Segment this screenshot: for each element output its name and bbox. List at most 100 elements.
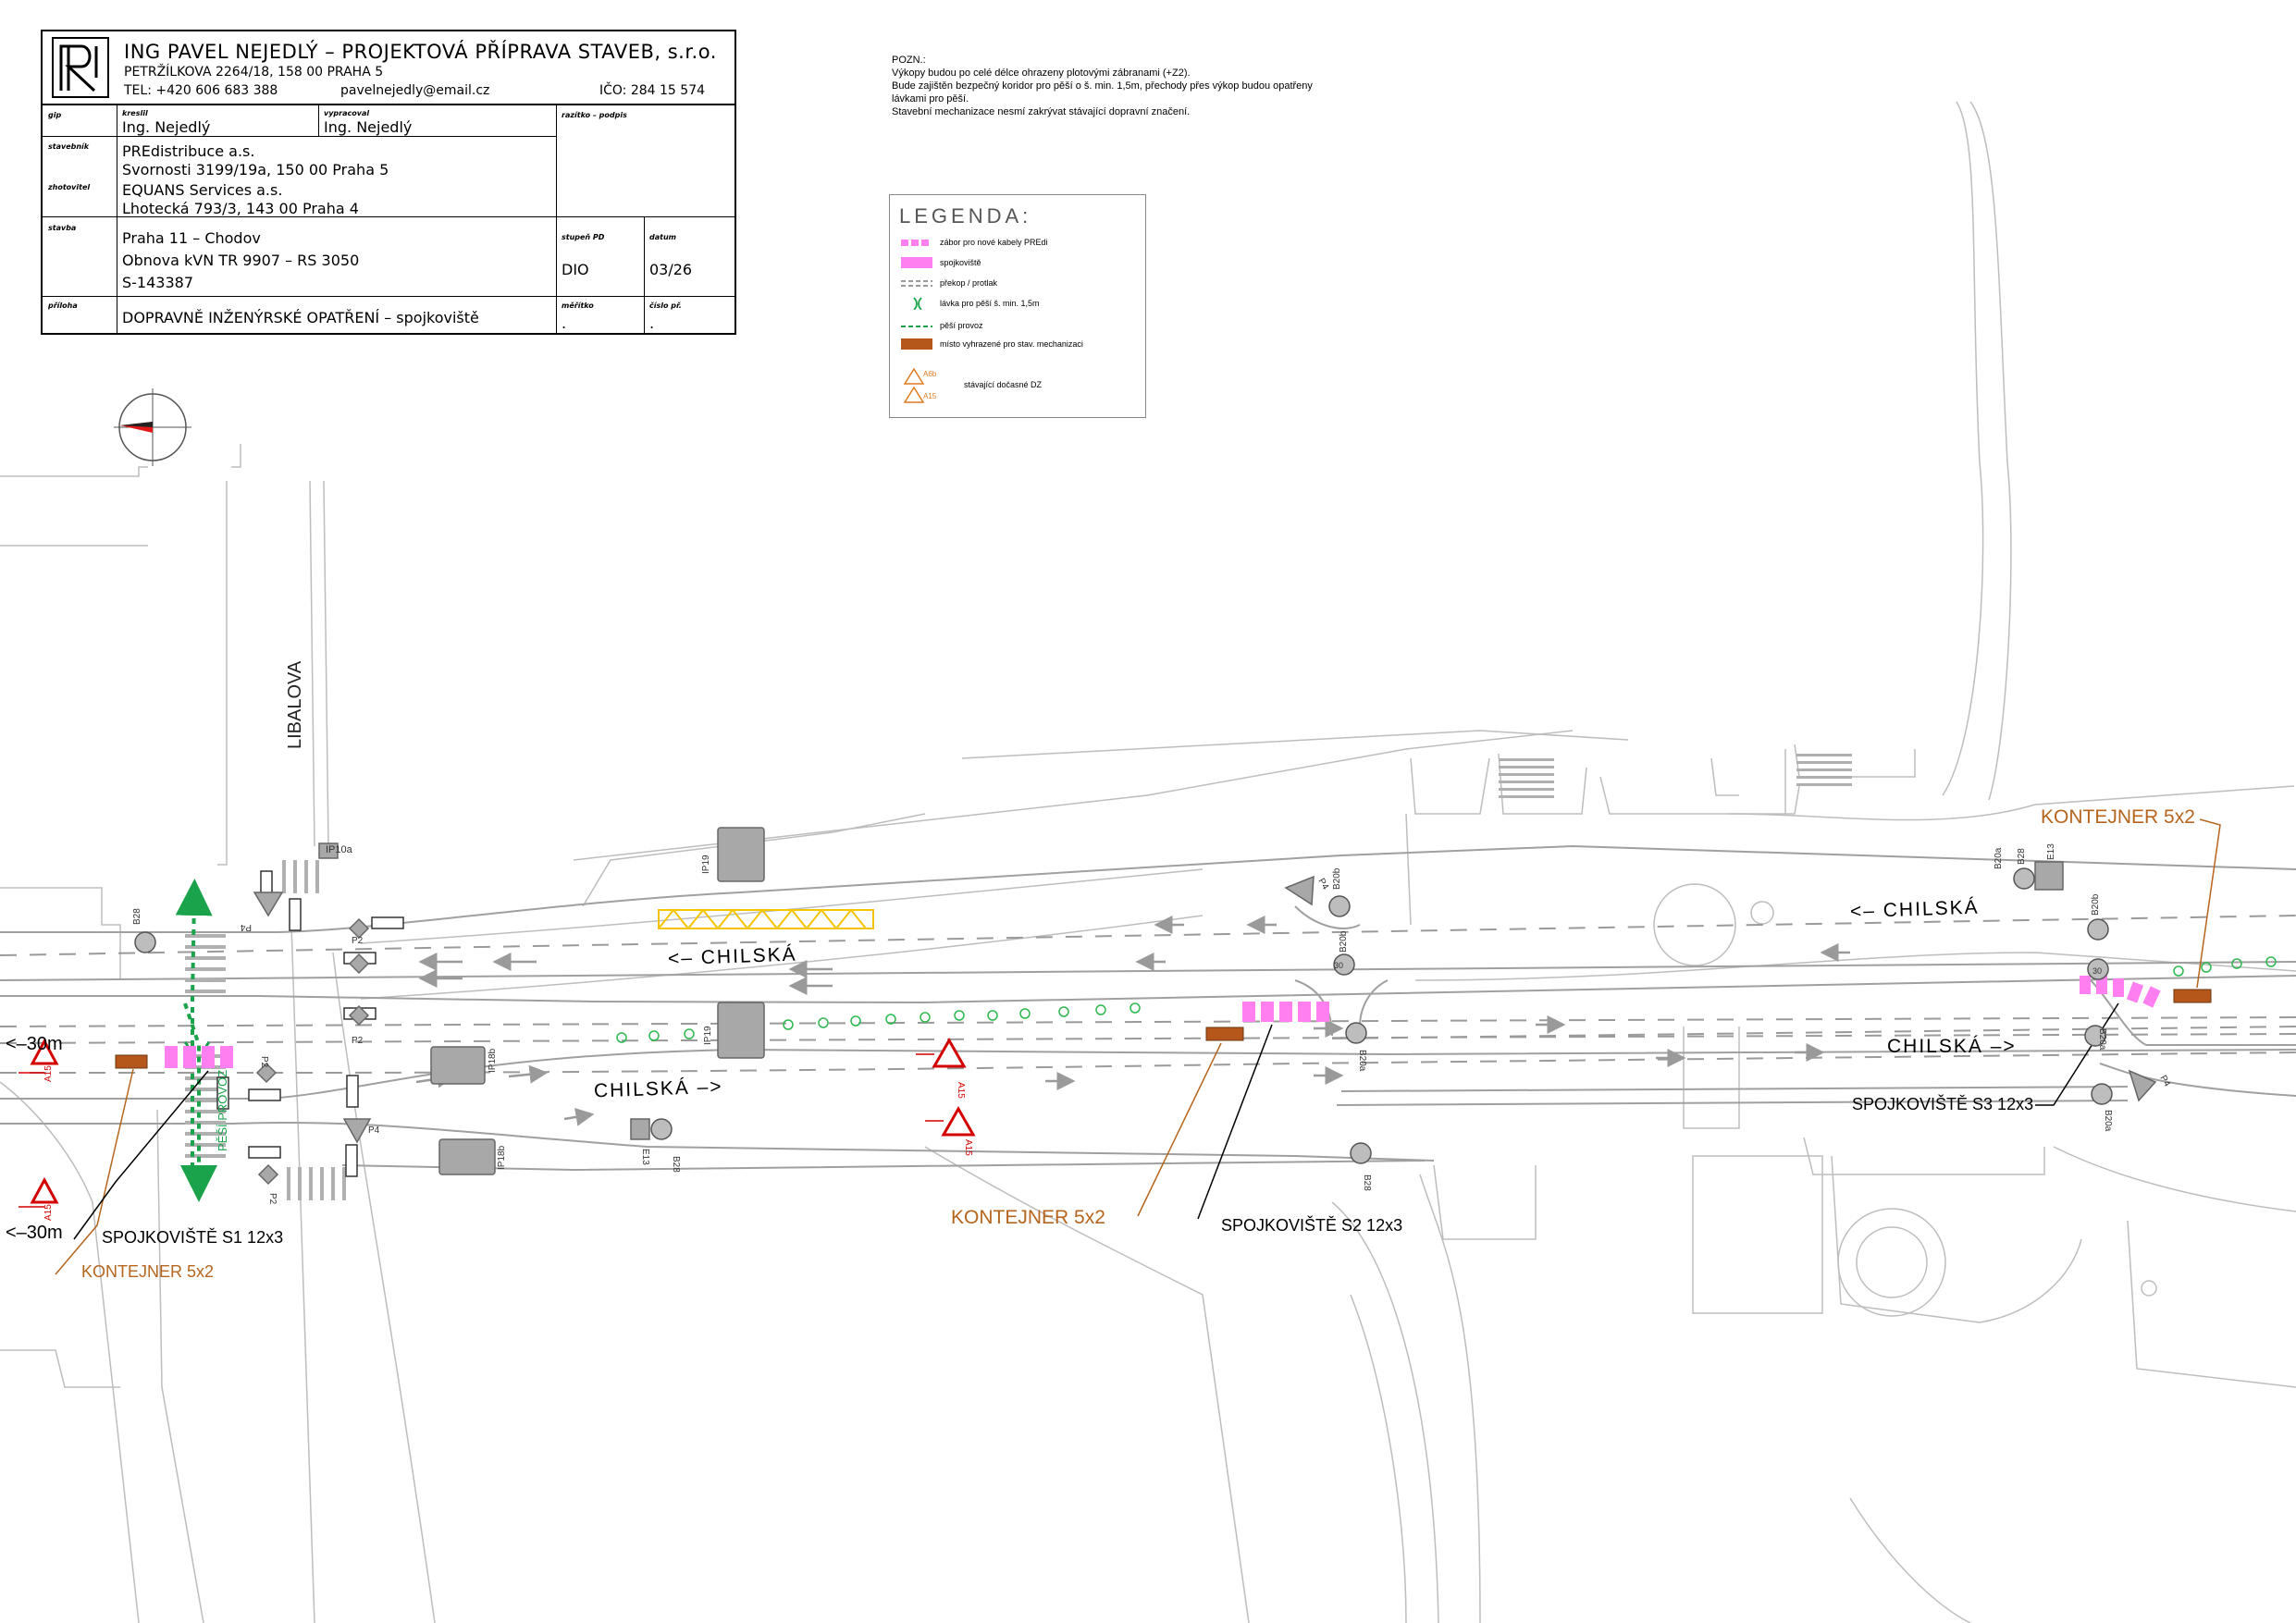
- note-heading: POZN.:: [892, 55, 926, 66]
- sign-ip18b-label: IP18b: [488, 1048, 498, 1073]
- grid-line: [318, 105, 319, 137]
- sign-b28c-label: B28: [2017, 848, 2027, 865]
- note-line: lávkami pro pěší.: [892, 93, 969, 105]
- label-razitko: razítko – podpis: [562, 111, 627, 119]
- label-stavba: stavba: [48, 224, 77, 232]
- datum-value: 03/26: [649, 261, 693, 278]
- circular-signs: [134, 867, 2113, 1164]
- grid-line: [43, 216, 734, 217]
- sign-b28d-label: B28: [1362, 1174, 1372, 1191]
- legend-text: místo vyhrazené pro stav. mechanizaci: [940, 339, 1083, 349]
- sign-b20a-label: B20a: [1994, 847, 2004, 869]
- zhotovitel-name: EQUANS Services a.s.: [122, 181, 283, 199]
- a15-signs: [30, 1037, 976, 1204]
- sign-ip18b-2-label: IP18b: [497, 1145, 507, 1170]
- legend-text: lávka pro pěší š. min. 1,5m: [940, 299, 1040, 308]
- direction-signs: [318, 827, 2064, 1175]
- street-label-chilska-east: CHILSKÁ –>: [593, 1076, 723, 1102]
- zhotovitel-address: Lhotecká 793/3, 143 00 Praha 4: [122, 200, 359, 217]
- sign-p2b-label: P2: [352, 1036, 364, 1046]
- kontejner-label-3: KONTEJNER 5x2: [2041, 806, 2195, 828]
- label-stupen: stupeň PD: [562, 233, 605, 241]
- spojkoviste-s3-label: SPOJKOVIŠTĚ S3 12x3: [1852, 1095, 2034, 1113]
- legend-a15-label: A15: [923, 392, 937, 400]
- sign-a15b-label: A15: [43, 1204, 54, 1221]
- zebra-crossings: [185, 754, 1852, 1200]
- speed-limit-label-2: 30: [2092, 966, 2102, 976]
- brown-block-symbol: [901, 338, 932, 350]
- sign-ip19b-label: IP19: [703, 1026, 713, 1045]
- label-zhotovitel: zhotovitel: [48, 183, 91, 191]
- speed-limit-label: 30: [1334, 961, 1343, 970]
- label-kreslil: kreslil: [122, 109, 148, 117]
- traffic-lights: [216, 870, 404, 1177]
- label-stavebnik: stavebník: [48, 142, 90, 151]
- p2-signs: [255, 917, 370, 1186]
- meritko-value: .: [562, 314, 567, 332]
- label-priloha: příloha: [48, 301, 78, 310]
- firm-phone: TEL: +420 606 683 388: [124, 83, 278, 98]
- title-block-header: ING PAVEL NEJEDLÝ – PROJEKTOVÁ PŘÍPRAVA …: [43, 31, 734, 105]
- kontejner-label-1: KONTEJNER 5x2: [81, 1262, 215, 1281]
- kontejner-label-2: KONTEJNER 5x2: [951, 1207, 1105, 1228]
- title-block: ING PAVEL NEJEDLÝ – PROJEKTOVÁ PŘÍPRAVA …: [41, 30, 736, 335]
- pink-block-symbol: [901, 257, 932, 268]
- sign-p4c-label: P4: [1315, 877, 1330, 891]
- sign-b28b-label: B28: [671, 1156, 681, 1173]
- grey-dashed-symbol: [901, 280, 932, 287]
- sign-ip10a-label: IP10a: [326, 844, 353, 855]
- legend-text: stávající dočasné DZ: [964, 380, 1043, 389]
- sign-ip19a-label: IP19: [701, 855, 711, 874]
- a15-sign-posts: [19, 1053, 944, 1208]
- sign-e13a-label: E13: [640, 1149, 650, 1165]
- stavba-line-3: S-143387: [122, 274, 194, 291]
- stupen-value: DIO: [562, 261, 589, 278]
- sign-a15a-label: A15: [43, 1065, 54, 1082]
- roundabouts: [1653, 883, 2157, 1317]
- grid-line: [556, 105, 557, 335]
- containers: [115, 989, 2212, 1069]
- spojkoviste-s2-label: SPOJKOVIŠTĚ S2 12x3: [1221, 1216, 1403, 1235]
- note-block: POZN.: Výkopy budou po celé délce ohraze…: [892, 54, 1313, 118]
- sign-b20b-label: B20b: [1332, 867, 1342, 890]
- sign-b20f-label: B20a: [2097, 1028, 2107, 1051]
- sign-b20e-label: B20b: [2091, 893, 2101, 916]
- sign-p2a-label: P2: [352, 936, 364, 946]
- north-arrow: [114, 388, 191, 466]
- street-label-chilska-east-2: CHILSKÁ –>: [1887, 1036, 2017, 1057]
- warning-sign-symbol: A6b A15: [903, 367, 937, 403]
- sign-p4d-label: P4: [2157, 1074, 2172, 1088]
- sign-codes: IP10a IP19 IP19 IP18b IP18b P2 P2 P2 P2 …: [132, 843, 2172, 1205]
- legend-a6b-label: A6b: [923, 370, 937, 378]
- stavebnik-name: PREdistribuce a.s.: [122, 142, 255, 160]
- distance-label-top: <–30m: [6, 1034, 63, 1054]
- firm-ico: IČO: 284 15 574: [599, 83, 706, 98]
- sign-a15d-label: A15: [963, 1139, 973, 1156]
- distance-label-bottom: <–30m: [6, 1223, 63, 1243]
- sign-p2c-label: P2: [259, 1056, 269, 1068]
- lane-markings: [0, 915, 2296, 1074]
- sign-b20h-label: B20a: [2103, 1110, 2113, 1132]
- sign-p4a-label: P4: [240, 922, 252, 932]
- spojkoviste-zones: [165, 976, 2161, 1068]
- grid-line: [644, 216, 645, 335]
- grid-line: [43, 296, 734, 297]
- sign-b20d-label: B20a: [1357, 1050, 1367, 1072]
- legend: LEGENDA: zábor pro nové kabely PREdi spo…: [889, 194, 1146, 418]
- firm-address: PETRŽÍLKOVA 2264/18, 158 00 PRAHA 5: [124, 65, 384, 80]
- label-datum: datum: [649, 233, 676, 241]
- sign-p4b-label: P4: [368, 1125, 380, 1136]
- legend-text: pěší provoz: [940, 321, 983, 330]
- legend-text: překop / protlak: [940, 278, 998, 288]
- kreslil-value: Ing. Nejedlý: [122, 118, 211, 136]
- sign-b20c-label: B20b: [1339, 930, 1349, 953]
- stavebnik-address: Svornosti 3199/19a, 150 00 Praha 5: [122, 161, 389, 178]
- sign-p2d-label: P2: [267, 1193, 278, 1205]
- label-gip: gip: [48, 111, 62, 119]
- legend-text: zábor pro nové kabely PREdi: [940, 238, 1048, 247]
- lane-arrows: [415, 916, 1850, 1126]
- note-line: Bude zajištěn bezpečný koridor pro pěší …: [892, 80, 1313, 92]
- spojkoviste-s1-label: SPOJKOVIŠTĚ S1 12x3: [102, 1228, 284, 1247]
- pink-dashed-symbol: [901, 240, 929, 246]
